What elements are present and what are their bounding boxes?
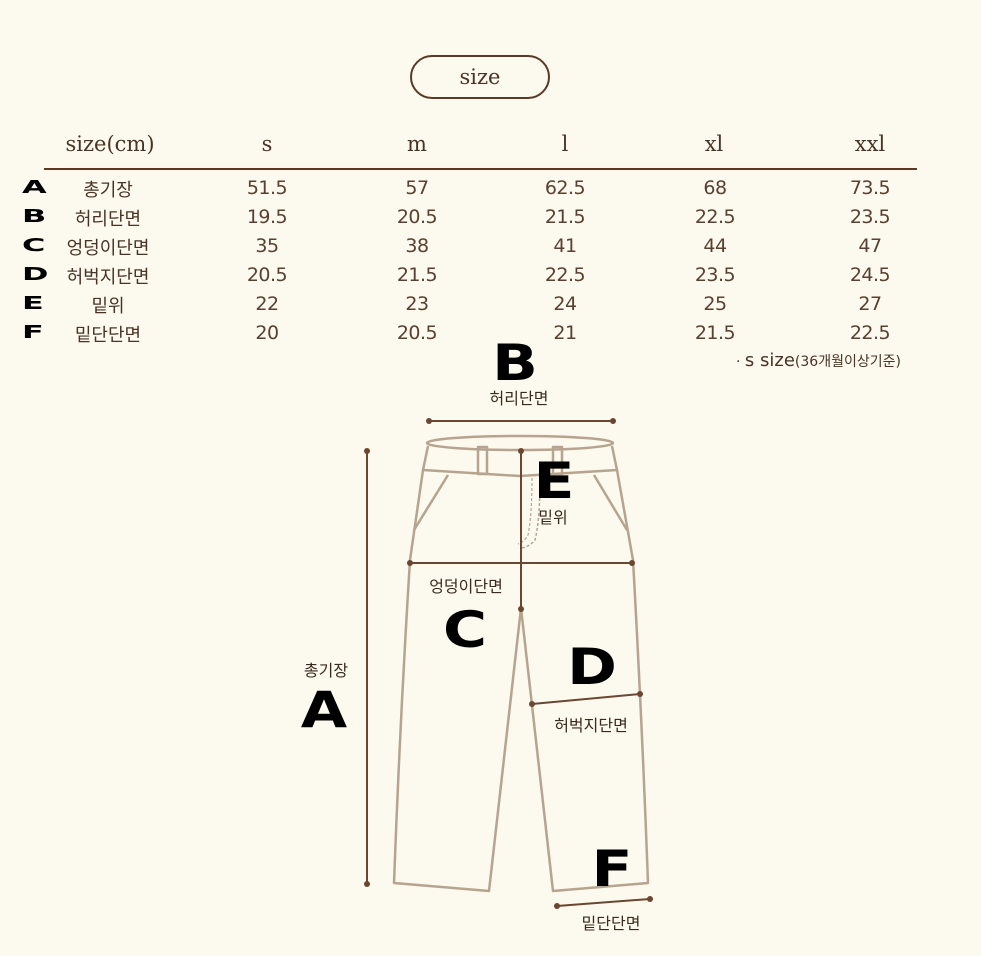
row-letter: F <box>22 322 44 343</box>
row-label: 총기장 <box>83 180 133 201</box>
table-cell: 27 <box>858 293 882 315</box>
table-cell: 21.5 <box>396 264 438 286</box>
table-cell: 23.5 <box>849 206 891 228</box>
table-cell: 21.5 <box>544 206 586 228</box>
row-label: 허벅지단면 <box>66 267 150 288</box>
table-cell: 23 <box>405 293 429 315</box>
diagram-letter-A: A <box>301 682 348 740</box>
header-col-m: m <box>407 132 427 156</box>
note-size: s size <box>744 350 795 371</box>
table-row: D 허벅지단면 20.5 21.5 22.5 23.5 24.5 <box>0 261 981 290</box>
size-basis-note: · s size(36개월이상기준) <box>736 350 901 371</box>
table-cell: 62.5 <box>544 177 586 199</box>
table-cell: 21.5 <box>694 322 736 344</box>
header-divider <box>44 168 917 170</box>
table-row: F 밑단단면 20 20.5 21 21.5 22.5 <box>0 319 981 348</box>
measure-line-D <box>531 693 641 705</box>
table-cell: 44 <box>703 235 727 257</box>
table-cell: 24.5 <box>849 264 891 286</box>
table-cell: 20.5 <box>396 206 438 228</box>
note-detail: (36개월이상기준) <box>794 354 901 370</box>
row-letter: A <box>22 177 47 198</box>
row-label: 밑위 <box>91 296 125 317</box>
header-col-xl: xl <box>704 132 724 156</box>
table-cell: 21 <box>553 322 577 344</box>
header-col-l: l <box>561 132 569 156</box>
header-col-xxl: xxl <box>854 132 886 156</box>
table-cell: 22.5 <box>544 264 586 286</box>
table-cell: 51.5 <box>246 177 288 199</box>
diagram-label-A: 총기장 <box>304 661 348 680</box>
size-title-badge: size <box>410 55 550 99</box>
row-label: 허리단면 <box>74 209 142 230</box>
diagram-label-B: 허리단면 <box>490 389 549 408</box>
table-cell: 20.5 <box>396 322 438 344</box>
table-cell: 20.5 <box>246 264 288 286</box>
table-cell: 41 <box>553 235 577 257</box>
table-cell: 47 <box>858 235 882 257</box>
measure-line-F <box>556 898 651 907</box>
diagram-letter-B: B <box>492 335 538 393</box>
note-bullet: · <box>736 354 741 370</box>
table-row: A 총기장 51.5 57 62.5 68 73.5 <box>0 174 981 203</box>
diagram-letter-C: C <box>443 602 487 660</box>
row-label: 엉덩이단면 <box>66 238 150 259</box>
table-cell: 38 <box>405 235 429 257</box>
table-cell: 73.5 <box>849 177 891 199</box>
diagram-label-E: 밑위 <box>538 508 567 527</box>
row-label: 밑단단면 <box>74 325 142 346</box>
table-row: E 밑위 22 23 24 25 27 <box>0 290 981 319</box>
diagram-label-D: 허벅지단면 <box>554 716 628 735</box>
table-cell: 23.5 <box>694 264 736 286</box>
table-cell: 22.5 <box>849 322 891 344</box>
table-cell: 35 <box>255 235 279 257</box>
table-cell: 24 <box>553 293 577 315</box>
table-cell: 57 <box>405 177 429 199</box>
table-cell: 22 <box>255 293 279 315</box>
table-cell: 25 <box>703 293 727 315</box>
row-letter: D <box>22 264 49 285</box>
diagram-letter-F: F <box>592 841 633 899</box>
table-cell: 20 <box>255 322 279 344</box>
table-cell: 68 <box>703 177 727 199</box>
table-cell: 22.5 <box>694 206 736 228</box>
diagram-letter-E: E <box>534 453 575 511</box>
table-row: B 허리단면 19.5 20.5 21.5 22.5 23.5 <box>0 203 981 232</box>
header-size-cm: size(cm) <box>65 132 155 156</box>
row-letter: E <box>22 293 44 314</box>
table-cell: 19.5 <box>246 206 288 228</box>
diagram-label-F: 밑단단면 <box>582 914 641 933</box>
row-letter: C <box>22 235 46 256</box>
measurement-lines <box>364 418 653 909</box>
row-letter: B <box>22 206 47 227</box>
table-row: C 엉덩이단면 35 38 41 44 47 <box>0 232 981 261</box>
header-col-s: s <box>261 132 273 156</box>
diagram-label-C: 엉덩이단면 <box>429 577 503 596</box>
diagram-letter-D: D <box>567 639 617 697</box>
